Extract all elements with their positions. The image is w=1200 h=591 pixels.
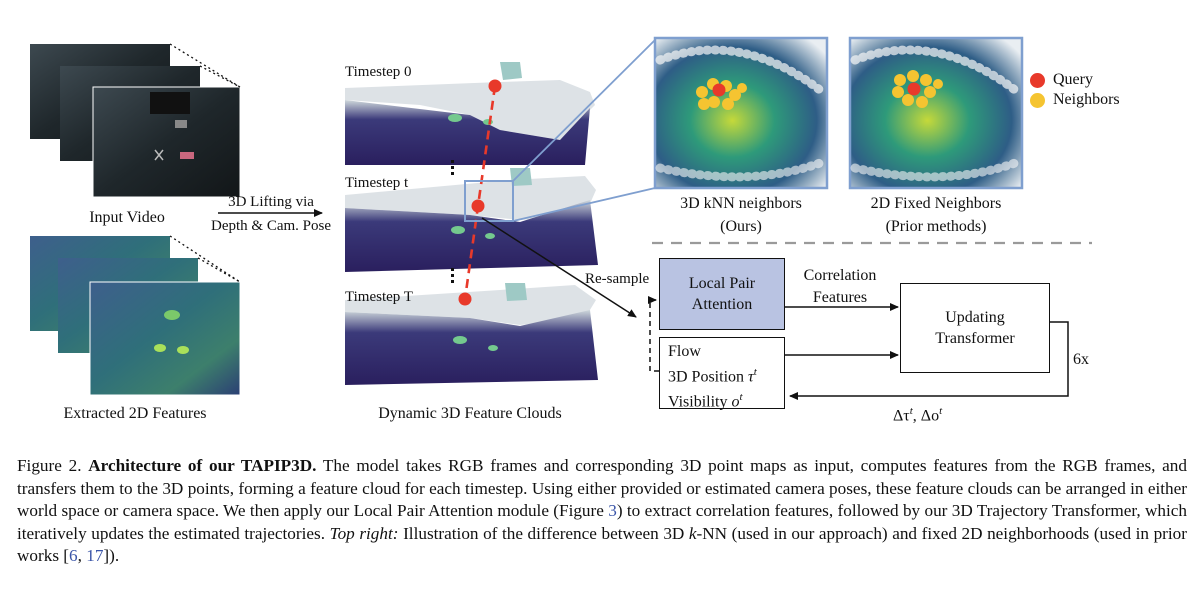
local-pair-line2: Attention: [691, 296, 753, 313]
visibility-row: Visibility ot: [668, 387, 784, 412]
caption-knn-k: k: [688, 523, 697, 543]
lifting-label-1: 3D Lifting via: [228, 194, 314, 210]
delta-a: Δτ: [893, 407, 910, 425]
legend-neighbors-label: Neighbors: [1053, 91, 1120, 108]
visibility-superscript: t: [739, 391, 743, 404]
input-video-label: Input Video: [89, 209, 165, 226]
visibility-symbol: o: [731, 393, 740, 411]
trajectory-state-box: Flow 3D Position τt Visibility ot: [659, 337, 785, 412]
fixed-panel: [848, 36, 1024, 190]
correlation-label-2: Features: [812, 289, 868, 306]
iterations-label: 6x: [1073, 351, 1089, 368]
delta-sup-b: t: [939, 405, 943, 417]
resample-label: Re-sample: [585, 271, 650, 287]
legend-query: Query: [1030, 71, 1093, 89]
caption-body-2: ) to extract correlation features, follo…: [17, 501, 1188, 543]
visibility-label: Visibility: [668, 393, 728, 411]
timestep-T-label: Timestep T: [345, 289, 413, 305]
zoom-region: [464, 180, 514, 222]
resample-arrow: [481, 217, 637, 318]
update-loop-arrow: [789, 321, 1069, 400]
extracted-feature-frames: [30, 235, 241, 396]
caption-figure-num: Figure 2.: [17, 456, 82, 475]
knn-title: 3D kNN neighbors: [680, 195, 802, 212]
flow-feedback-arrow: [648, 296, 659, 372]
query-point-0: [488, 79, 502, 93]
extracted-features-label: Extracted 2D Features: [63, 405, 207, 422]
knn-panel: [653, 36, 829, 190]
figure-caption: Figure 2. Architecture of our TAPIP3D. T…: [17, 455, 1187, 568]
delta-label: Δτt, Δot: [893, 402, 942, 425]
timestep-t-label: Timestep t: [345, 175, 409, 191]
legend-neighbors: Neighbors: [1030, 91, 1120, 109]
cloud-timestep-0: [345, 62, 595, 165]
position-symbol: τ: [748, 368, 754, 386]
caption-top-right: Top right:: [329, 523, 399, 543]
correlation-label-1: Correlation: [803, 267, 877, 284]
timestep-0-label: Timestep 0: [345, 64, 412, 80]
caption-cite-sep: ,: [77, 546, 87, 566]
lifting-label-2: Depth & Cam. Pose: [211, 218, 331, 234]
citation-link-1[interactable]: 6: [69, 546, 78, 566]
caption-body-3: Illustration of the difference between 3…: [398, 523, 689, 543]
knn-subtitle: (Ours): [720, 218, 762, 235]
cloud-timestep-t: [345, 168, 598, 272]
legend-query-label: Query: [1053, 71, 1093, 88]
query-point-T: [458, 292, 472, 306]
caption-body-5: ]).: [103, 546, 120, 566]
delta-sup-a: t: [909, 405, 913, 417]
position-row: 3D Position τt: [668, 362, 784, 387]
query-point-t: [471, 199, 485, 213]
updating-line2: Transformer: [935, 330, 1015, 347]
local-pair-line1: Local Pair: [688, 275, 756, 292]
input-video-frames: [30, 43, 241, 198]
caption-title: Architecture of our TAPIP3D.: [88, 456, 317, 475]
caption-body-1: The model takes RGB frames and correspon…: [17, 456, 1187, 521]
fixed-title: 2D Fixed Neighbors: [870, 195, 1002, 212]
citation-link-2[interactable]: 17: [86, 546, 104, 566]
cloud-timestep-T: [345, 283, 598, 385]
position-superscript: t: [753, 366, 757, 378]
updating-line1: Updating: [945, 309, 1005, 326]
delta-sep: , Δo: [912, 407, 940, 425]
position-label: 3D Position: [668, 368, 745, 386]
flow-label: Flow: [668, 343, 701, 360]
timestep-ellipsis: [451, 160, 454, 283]
query-dot-icon: [1030, 72, 1045, 88]
caption-body-4: -NN (used in our approach) and fixed 2D …: [17, 523, 1187, 566]
fixed-subtitle: (Prior methods): [885, 218, 987, 235]
neighbors-dot-icon: [1030, 92, 1045, 108]
dynamic-clouds-label: Dynamic 3D Feature Clouds: [378, 405, 562, 422]
figure-graphics: [30, 36, 1092, 400]
figure-ref-link[interactable]: 3: [608, 501, 617, 521]
architecture-figure: Input Video Extracted 2D Features 3D Lif…: [30, 36, 1120, 425]
